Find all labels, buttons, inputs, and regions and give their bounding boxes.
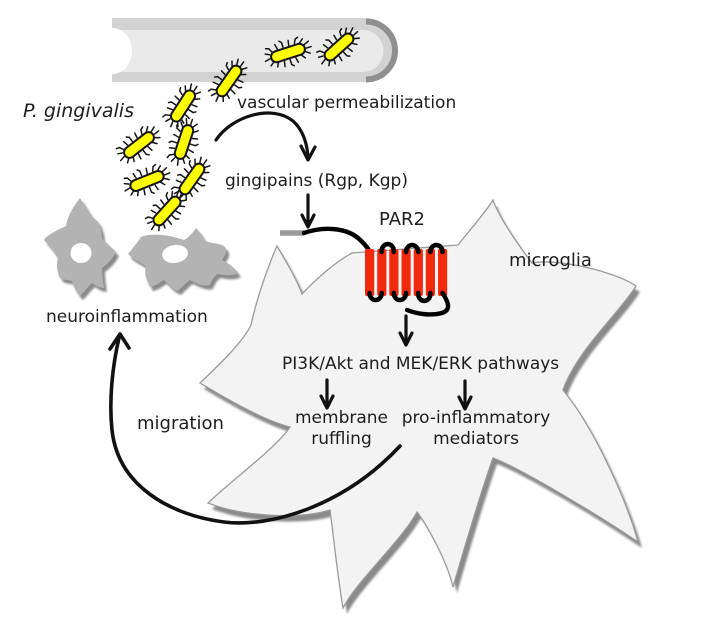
microglia-label: microglia <box>509 250 592 271</box>
par2-c-terminal-tail <box>404 290 451 317</box>
arrows <box>108 111 473 525</box>
membrane-ruffling-label: membrane ruffling <box>294 408 388 449</box>
par2-intracellular-loops <box>367 290 433 304</box>
neuroinflammation-label: neuroinflammation <box>46 307 208 327</box>
pro-inflammatory-mediators-label: pro-inflammatory mediators <box>401 408 551 449</box>
blood-vessel <box>112 18 398 83</box>
arrow-par2-to-pathways <box>398 314 414 347</box>
vessel-lumen <box>112 30 384 72</box>
vessel-opening <box>112 28 132 74</box>
migration-label: migration <box>137 413 224 434</box>
signaling-pathways-label: PI3K/Akt and MEK/ERK pathways <box>282 354 560 374</box>
par2-receptor-label: PAR2 <box>379 209 425 230</box>
par2-transmembrane-helices <box>365 249 448 296</box>
vascular-permeabilization-label: vascular permeabilization <box>237 93 457 113</box>
pathogen-label: P. gingivalis <box>23 100 134 122</box>
microglia-cell-body <box>198 198 640 611</box>
arrow-vascular-to-gingipains <box>214 111 317 162</box>
arrow-pathways-to-membrane-ruffling <box>319 378 335 410</box>
arrow-migration-to-neuroinflammation <box>108 332 402 525</box>
gingipains-label: gingipains (Rgp, Kgp) <box>225 171 408 191</box>
arrow-pathways-to-mediators <box>457 379 473 411</box>
par2-receptor <box>280 226 451 317</box>
activated-microglia-group <box>44 198 241 300</box>
par2-n-terminal-tail <box>301 226 372 254</box>
microglia-cell <box>198 198 642 614</box>
activated-microglia-right <box>128 228 241 295</box>
microglia-nucleus <box>70 243 92 263</box>
microglia-nucleus <box>162 244 188 264</box>
par2-extracellular-loops <box>379 241 445 255</box>
vessel-end-cap <box>365 18 398 83</box>
activated-microglia-left <box>44 198 119 300</box>
arrow-gingipains-to-par2 <box>300 193 316 229</box>
